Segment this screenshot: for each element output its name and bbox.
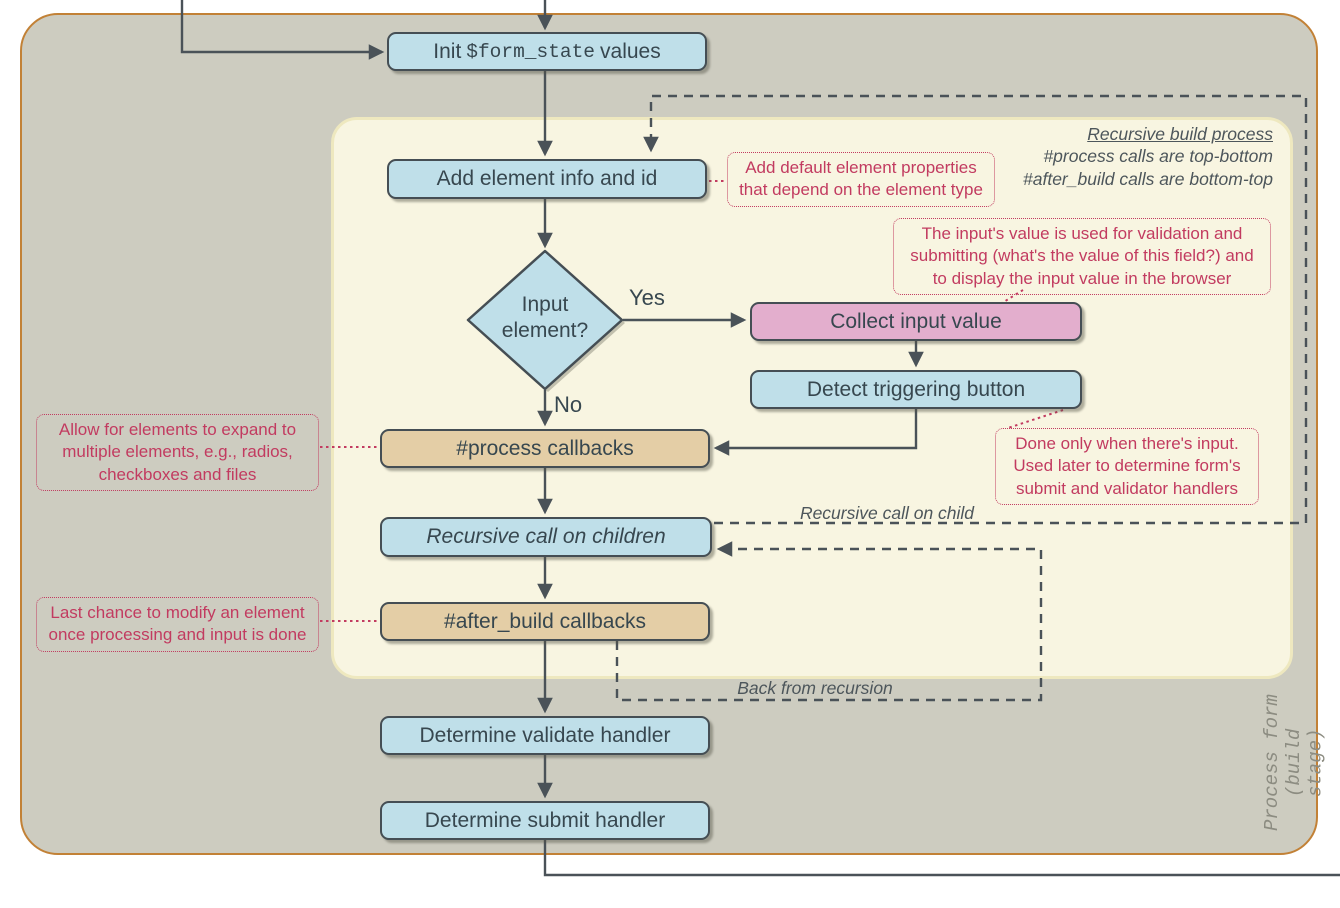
node-recursive-call-children: Recursive call on children — [380, 517, 712, 557]
node-detect-triggering-button: Detect triggering button — [750, 370, 1082, 409]
init-code: $form_state — [466, 40, 596, 63]
node-init-form-state: Init $form_state values — [387, 32, 707, 71]
node-determine-validate-handler: Determine validate handler — [380, 716, 710, 755]
annotation-input-value: The input's value is used for validation… — [893, 218, 1271, 296]
annotation-last-chance: Last chance to modify an element once pr… — [36, 597, 319, 652]
init-prefix: Init — [433, 39, 462, 63]
recursive-build-note-title: Recursive build process — [1087, 124, 1273, 144]
edge-label-recursive-call-child: Recursive call on child — [799, 503, 975, 523]
node-after-build-callbacks: #after_build callbacks — [380, 602, 710, 641]
node-determine-submit-handler: Determine submit handler — [380, 801, 710, 840]
node-input-decision-label: Input element? — [501, 293, 589, 343]
stage-label: Process form (build stage) — [1261, 693, 1328, 833]
recursive-build-note-line2: #process calls are top-bottom — [1043, 146, 1273, 167]
annotation-add-defaults: Add default element properties that depe… — [727, 152, 995, 207]
recursive-build-note: Recursive build process #process calls a… — [1023, 123, 1273, 190]
edge-label-no: No — [554, 392, 583, 417]
annotation-expand-elements: Allow for elements to expand to multiple… — [36, 414, 319, 492]
stage-label-line2: (build stage) — [1282, 728, 1327, 798]
node-collect-input-value: Collect input value — [750, 302, 1082, 341]
annotation-done-only: Done only when there's input. Used later… — [995, 428, 1259, 506]
edge-label-yes: Yes — [629, 285, 665, 310]
node-process-callbacks: #process callbacks — [380, 429, 710, 468]
recursive-build-note-line3: #after_build calls are bottom-top — [1023, 168, 1273, 189]
edge-label-back-from-recursion: Back from recursion — [737, 678, 893, 698]
init-suffix: values — [600, 39, 661, 63]
stage-label-line1: Process form — [1261, 694, 1283, 832]
node-add-element-info: Add element info and id — [387, 159, 707, 199]
